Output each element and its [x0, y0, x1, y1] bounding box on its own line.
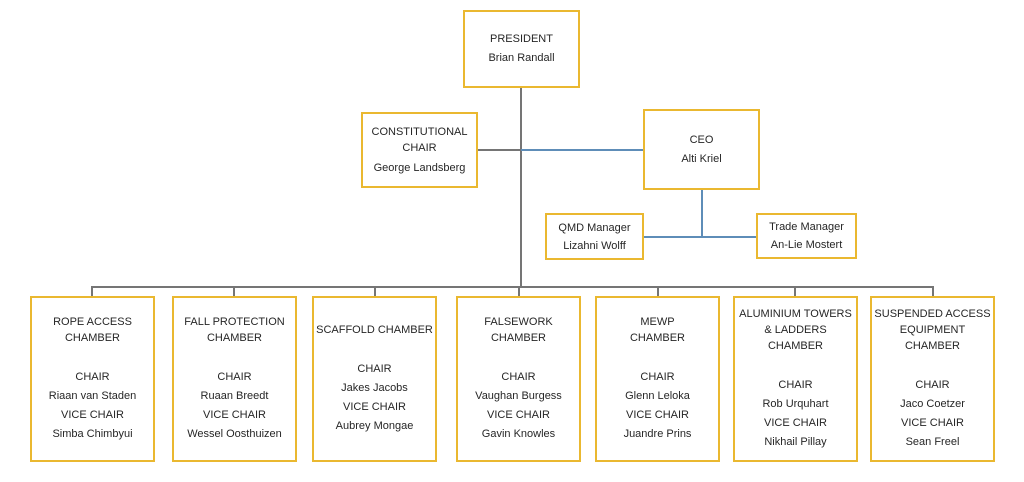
chamber-box-rope-access: ROPE ACCESS CHAMBER CHAIR Riaan van Stad…	[30, 296, 155, 462]
vice-chair-label: VICE CHAIR	[61, 409, 124, 421]
chamber-box-mewp: MEWP CHAMBER CHAIR Glenn Leloka VICE CHA…	[595, 296, 720, 462]
chamber-roles: CHAIR Jaco Coetzer VICE CHAIR Sean Freel	[900, 376, 965, 452]
chamber-title: SUSPENDED ACCESS EQUIPMENT CHAMBER	[874, 308, 991, 352]
connector-president-trunk	[520, 88, 522, 287]
chair-label: CHAIR	[778, 379, 813, 391]
chamber-roles: CHAIR Jakes Jacobs VICE CHAIR Aubrey Mon…	[336, 360, 414, 436]
chamber-title: MEWP CHAMBER	[629, 316, 685, 344]
vice-chair-name: Wessel Oosthuizen	[187, 428, 282, 440]
chair-label: CHAIR	[915, 379, 950, 391]
chamber-title: ROPE ACCESS CHAMBER	[53, 316, 132, 344]
vice-chair-label: VICE CHAIR	[343, 401, 406, 413]
chamber-box-scaffold: SCAFFOLD CHAMBER CHAIR Jakes Jacobs VICE…	[312, 296, 437, 462]
chair-name: Rob Urquhart	[762, 398, 829, 410]
connector-stub-suspended	[932, 286, 934, 296]
chamber-roles: CHAIR Vaughan Burgess VICE CHAIR Gavin K…	[475, 368, 562, 444]
vice-chair-label: VICE CHAIR	[487, 409, 550, 421]
ceo-role: CEO	[689, 133, 714, 146]
vice-chair-name: Nikhail Pillay	[764, 436, 827, 448]
chair-label: CHAIR	[357, 363, 392, 375]
ceo-name: Alti Kriel	[681, 152, 722, 165]
chamber-roles: CHAIR Rob Urquhart VICE CHAIR Nikhail Pi…	[762, 376, 828, 452]
president-name: Brian Randall	[488, 52, 555, 64]
trade-manager-box: Trade Manager An-Lie Mostert	[756, 213, 857, 259]
vice-chair-name: Sean Freel	[905, 436, 960, 448]
chair-label: CHAIR	[75, 371, 110, 383]
constitutional-chair-role: CONSTITUTIONAL CHAIR	[371, 126, 468, 154]
vice-chair-name: Gavin Knowles	[481, 428, 556, 440]
vice-chair-name: Simba Chimbyui	[52, 428, 133, 440]
qmd-manager-box: QMD Manager Lizahni Wolff	[545, 213, 644, 260]
connector-constitutional-chair	[478, 149, 521, 151]
chamber-box-fall-protection: FALL PROTECTION CHAMBER CHAIR Ruaan Bree…	[172, 296, 297, 462]
vice-chair-label: VICE CHAIR	[626, 409, 689, 421]
connector-trunk-to-ceo	[521, 149, 643, 151]
chamber-roles: CHAIR Glenn Leloka VICE CHAIR Juandre Pr…	[624, 368, 692, 444]
chair-name: Glenn Leloka	[625, 390, 690, 402]
vice-chair-name: Juandre Prins	[623, 428, 692, 440]
connector-qmd-trade	[644, 236, 756, 238]
vice-chair-name: Aubrey Mongae	[335, 420, 414, 432]
chamber-roles: CHAIR Riaan van Staden VICE CHAIR Simba …	[49, 368, 136, 444]
chair-name: Jaco Coetzer	[900, 398, 965, 410]
connector-chambers-distribution	[92, 286, 934, 288]
trade-manager-role: Trade Manager	[769, 221, 844, 233]
chair-name: Ruaan Breedt	[200, 390, 269, 402]
chamber-box-suspended-access-equipment: SUSPENDED ACCESS EQUIPMENT CHAMBER CHAIR…	[870, 296, 995, 462]
chair-label: CHAIR	[501, 371, 536, 383]
connector-stub-scaffold	[374, 286, 376, 296]
constitutional-chair-name: George Landsberg	[373, 162, 466, 174]
vice-chair-label: VICE CHAIR	[901, 417, 964, 429]
connector-stub-rope-access	[91, 286, 93, 296]
connector-stub-aluminium	[794, 286, 796, 296]
connector-stub-falsework	[518, 286, 520, 296]
chair-label: CHAIR	[640, 371, 675, 383]
vice-chair-label: VICE CHAIR	[764, 417, 827, 429]
chamber-title: FALL PROTECTION CHAMBER	[184, 316, 285, 344]
chamber-title: ALUMINIUM TOWERS & LADDERS CHAMBER	[739, 308, 852, 352]
connector-stub-mewp	[657, 286, 659, 296]
chamber-title: FALSEWORK CHAMBER	[484, 316, 553, 344]
constitutional-chair-box: CONSTITUTIONAL CHAIR George Landsberg	[361, 112, 478, 188]
chamber-roles: CHAIR Ruaan Breedt VICE CHAIR Wessel Oos…	[187, 368, 282, 444]
president-role: PRESIDENT	[490, 33, 553, 45]
chamber-box-aluminium-towers-ladders: ALUMINIUM TOWERS & LADDERS CHAMBER CHAIR…	[733, 296, 858, 462]
chair-name: Jakes Jacobs	[341, 382, 408, 394]
chair-label: CHAIR	[217, 371, 252, 383]
qmd-manager-role: QMD Manager	[558, 221, 631, 234]
president-box: PRESIDENT Brian Randall	[463, 10, 580, 88]
chamber-title: SCAFFOLD CHAMBER	[316, 324, 433, 336]
connector-stub-fall-protection	[233, 286, 235, 296]
qmd-manager-name: Lizahni Wolff	[563, 239, 626, 252]
connector-ceo-down	[701, 190, 703, 238]
vice-chair-label: VICE CHAIR	[203, 409, 266, 421]
chamber-box-falsework: FALSEWORK CHAMBER CHAIR Vaughan Burgess …	[456, 296, 581, 462]
chair-name: Vaughan Burgess	[475, 390, 562, 402]
ceo-box: CEO Alti Kriel	[643, 109, 760, 190]
chair-name: Riaan van Staden	[48, 390, 137, 402]
trade-manager-name: An-Lie Mostert	[770, 239, 843, 251]
